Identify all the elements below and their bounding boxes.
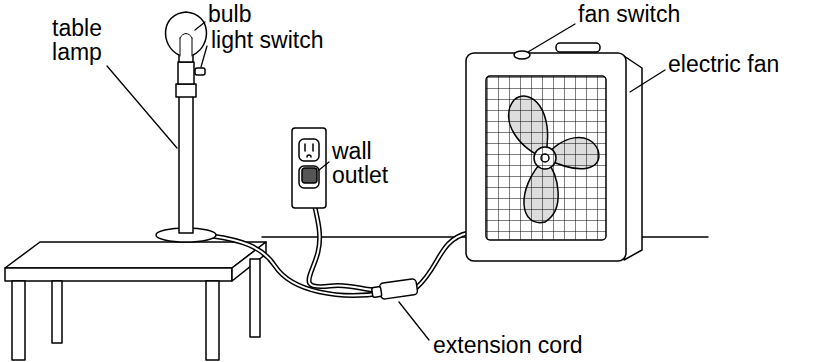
leader-line (195, 22, 205, 30)
fan-frame (466, 53, 626, 261)
fan-cord (416, 233, 468, 288)
lamp-collar (176, 84, 196, 97)
lamp-post (179, 96, 193, 233)
ground-hole (307, 155, 311, 157)
table-lamp (156, 12, 216, 242)
table-leg (250, 259, 260, 337)
table-leg (206, 281, 219, 360)
bulb-filament (180, 34, 192, 57)
slot (312, 144, 314, 151)
part-label: extension cord (433, 333, 583, 357)
slot (304, 144, 306, 151)
leader-lines (107, 22, 665, 340)
lamp-socket (178, 62, 194, 84)
fan-grille (486, 76, 606, 240)
table-leg (12, 281, 25, 360)
fan-handle (556, 43, 600, 52)
part-label: table lamp (46, 16, 108, 64)
table-side (232, 242, 266, 281)
leader-line (107, 66, 177, 148)
cords (212, 180, 468, 299)
part-label: electric fan (668, 52, 779, 76)
part-label: fan switch (578, 2, 680, 26)
table-edge (5, 268, 232, 281)
fan-opening (486, 76, 606, 240)
receptacle (299, 166, 319, 188)
extension-socket (379, 278, 418, 299)
part-label: wall outlet (332, 139, 400, 187)
bulb-glass (166, 12, 207, 62)
outlet-plug (302, 168, 317, 183)
leader-line (201, 46, 207, 67)
fan-cord (416, 233, 468, 288)
leader-line (399, 302, 429, 340)
part-label: bulb (208, 2, 251, 26)
table (5, 242, 266, 360)
extension-plug (372, 286, 382, 297)
electric-fan (466, 43, 642, 261)
receptacle (299, 139, 319, 161)
part-label: light switch (211, 28, 323, 52)
light-switch-knob (195, 68, 205, 75)
table-top (5, 242, 266, 268)
leader-line (319, 162, 329, 170)
leader-line (630, 70, 665, 92)
leader-line (528, 24, 575, 52)
table-leg (52, 281, 62, 343)
